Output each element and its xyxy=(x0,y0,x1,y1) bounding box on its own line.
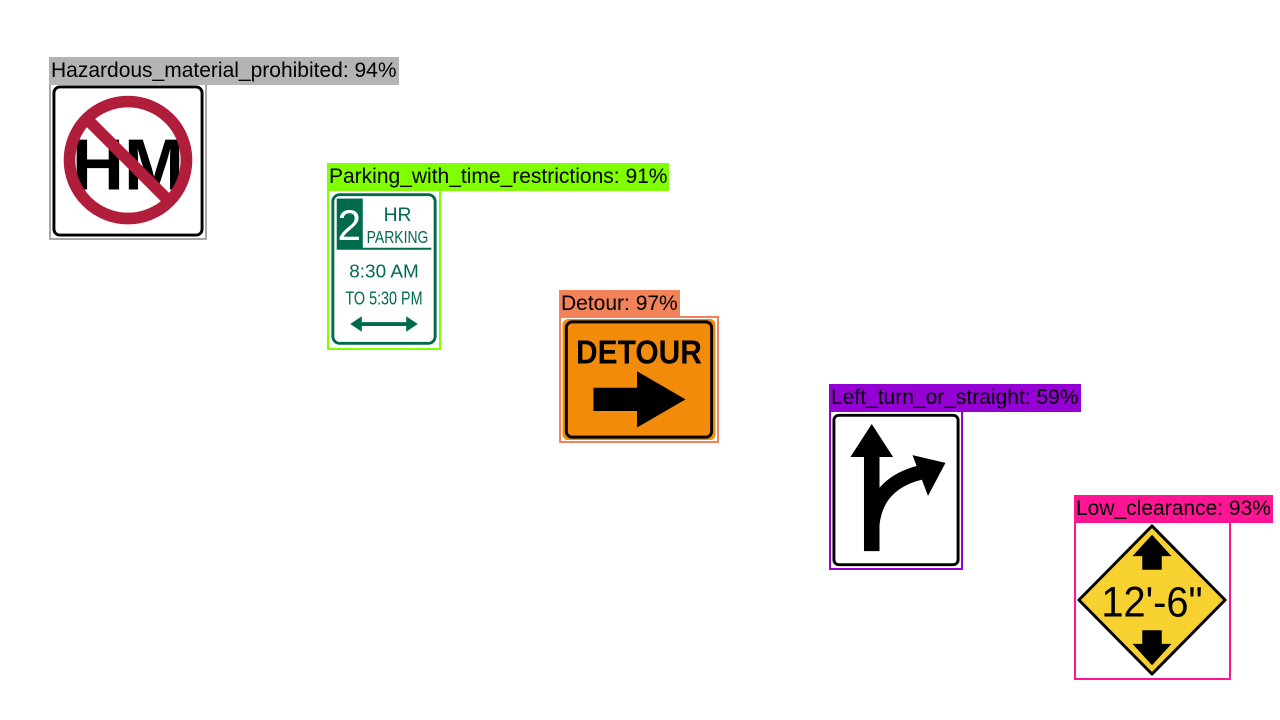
detection-label: Parking_with_time_restrictions: 91% xyxy=(327,163,670,191)
svg-text:HR: HR xyxy=(384,205,412,226)
detection-box-low-clearance: Low_clearance: 93% 12'-6" xyxy=(1074,495,1273,680)
detection-box-detour: Detour: 97% DETOUR xyxy=(559,290,719,443)
svg-text:12'-6": 12'-6" xyxy=(1101,579,1202,627)
svg-text:PARKING: PARKING xyxy=(367,227,429,247)
detection-box-hazardous-material: Hazardous_material_prohibited: 94% HM xyxy=(49,57,399,240)
svg-text:DETOUR: DETOUR xyxy=(576,334,702,371)
detection-label: Low_clearance: 93% xyxy=(1074,495,1273,523)
detection-label: Left_turn_or_straight: 59% xyxy=(829,384,1081,412)
detection-label: Hazardous_material_prohibited: 94% xyxy=(49,57,399,85)
detection-label: Detour: 97% xyxy=(559,290,680,318)
left-turn-or-straight-sign xyxy=(832,413,960,567)
parking-sign: 2 HR PARKING 8:30 AM TO 5:30 PM xyxy=(331,193,437,345)
svg-text:2: 2 xyxy=(337,202,361,249)
svg-text:TO 5:30 PM: TO 5:30 PM xyxy=(345,288,422,309)
detection-box-parking: Parking_with_time_restrictions: 91% 2 HR… xyxy=(327,163,670,350)
detour-sign: DETOUR xyxy=(562,318,716,441)
svg-text:8:30 AM: 8:30 AM xyxy=(349,261,418,282)
hazardous-material-prohibited-sign: HM xyxy=(52,85,204,237)
low-clearance-sign: 12'-6" xyxy=(1077,524,1227,676)
detection-box-left-turn-or-straight: Left_turn_or_straight: 59% xyxy=(829,384,1081,570)
